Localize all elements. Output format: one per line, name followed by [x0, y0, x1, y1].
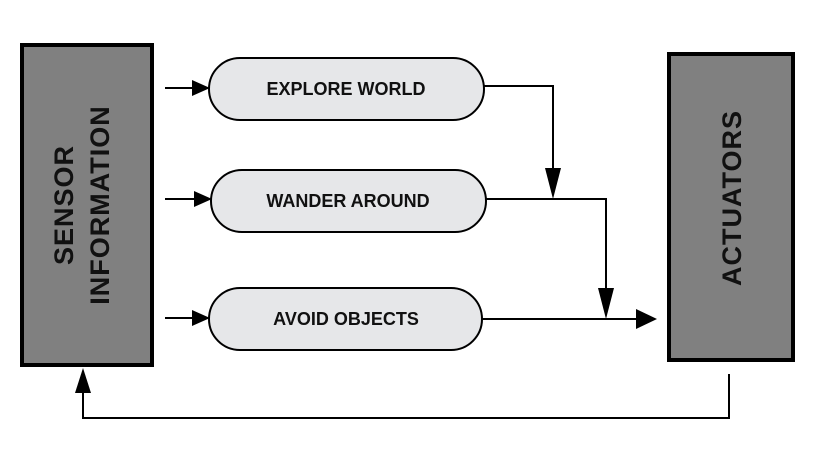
sensor-label-line2: INFORMATION — [85, 105, 115, 304]
behavior-avoid-objects-label: AVOID OBJECTS — [273, 309, 419, 329]
output-wander-connector — [486, 198, 614, 319]
arrowhead-right — [636, 309, 657, 329]
arrowhead-down — [545, 168, 561, 199]
sensor-information-block: SENSOR INFORMATION — [20, 43, 154, 367]
behavior-explore-world: EXPLORE WORLD — [208, 57, 485, 121]
sensor-information-box — [20, 43, 154, 367]
feedback-loop-connector — [75, 368, 730, 419]
arrowhead-right — [192, 80, 210, 96]
input-arrow-avoid — [165, 310, 210, 326]
behavior-wander-around-box — [210, 169, 487, 233]
input-arrow-explore — [165, 80, 210, 96]
arrowhead-right — [192, 310, 210, 326]
behavior-avoid-objects: AVOID OBJECTS — [208, 287, 483, 351]
arrowhead-up — [75, 368, 91, 393]
actuators-box — [667, 52, 795, 362]
arrowhead-down — [598, 288, 614, 319]
output-avoid-connector — [482, 309, 657, 329]
behavior-explore-world-box — [208, 57, 485, 121]
output-explore-connector — [484, 85, 561, 199]
behavior-wander-around-label: WANDER AROUND — [266, 191, 429, 211]
arrowhead-right — [194, 191, 212, 207]
sensor-label-line1: SENSOR — [49, 145, 79, 265]
behavior-wander-around: WANDER AROUND — [210, 169, 487, 233]
actuators-label: ACTUATORS — [717, 110, 747, 286]
input-arrow-wander — [165, 191, 212, 207]
actuators-block: ACTUATORS — [667, 52, 795, 362]
behavior-explore-world-label: EXPLORE WORLD — [266, 79, 425, 99]
